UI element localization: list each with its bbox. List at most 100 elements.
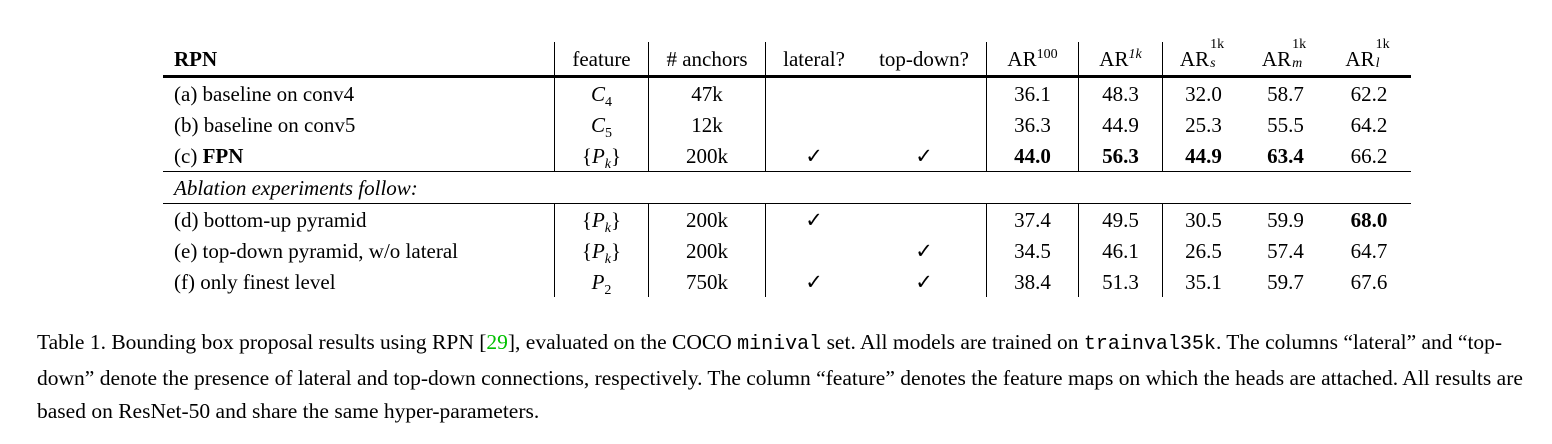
row-label: (f) only finest level bbox=[163, 266, 555, 297]
feature-close: } bbox=[611, 207, 622, 232]
feature-base: P bbox=[591, 207, 605, 232]
arm-base: AR bbox=[1261, 46, 1292, 71]
row-label-bold: FPN bbox=[202, 143, 244, 168]
row-lateral: ✓ bbox=[805, 269, 823, 294]
feature-close: } bbox=[611, 238, 622, 263]
row-lateral bbox=[766, 235, 863, 266]
row-feature: {Pk} bbox=[554, 203, 649, 235]
row-lateral: ✓ bbox=[765, 203, 862, 235]
row-label: (c) FPN bbox=[163, 140, 555, 172]
row-ars: 30.5 bbox=[1162, 203, 1244, 235]
results-table: RPN feature # anchors lateral? top-down?… bbox=[163, 37, 1411, 297]
row-topdown: ✓ bbox=[862, 235, 987, 266]
ar100-base: AR bbox=[1007, 46, 1037, 71]
row-anchors: 47k bbox=[648, 76, 766, 109]
row-ar100: 44.0 bbox=[986, 140, 1079, 172]
row-label: (a) baseline on conv4 bbox=[163, 76, 555, 109]
feature-base: C bbox=[590, 112, 605, 137]
row-ars: 35.1 bbox=[1185, 269, 1222, 294]
row-ar1k: 56.3 bbox=[1078, 140, 1163, 172]
feature-sub: k bbox=[604, 251, 612, 267]
header-row: RPN feature # anchors lateral? top-down?… bbox=[163, 37, 1411, 77]
ars-sub: s bbox=[1210, 55, 1216, 71]
row-feature: C5 bbox=[554, 109, 649, 140]
feature-open: { bbox=[581, 207, 592, 232]
feature-sub: 4 bbox=[605, 94, 612, 110]
row-anchors: 200k bbox=[648, 235, 766, 266]
row-topdown: ✓ bbox=[862, 266, 987, 297]
feature-base: P bbox=[591, 238, 605, 263]
row-arl: 64.2 bbox=[1350, 112, 1388, 137]
feature-open: { bbox=[581, 238, 592, 263]
row-topdown: ✓ bbox=[862, 140, 987, 172]
row-feature: P2 bbox=[554, 266, 649, 298]
ars-sup: 1k bbox=[1210, 36, 1225, 52]
caption-text-3: set. All models are trained on bbox=[821, 330, 1084, 354]
row-arm: 57.4 bbox=[1267, 238, 1304, 263]
row-ar1k: 51.3 bbox=[1078, 266, 1163, 297]
row-feature: C4 bbox=[554, 76, 649, 110]
table-row-b: (b) baseline on conv5 C5 12k 36.3 44.9 2… bbox=[163, 109, 1411, 140]
row-label: (b) baseline on conv5 bbox=[163, 109, 555, 140]
row-ar100: 36.1 bbox=[986, 76, 1079, 109]
header-ar100: AR100 bbox=[986, 42, 1079, 77]
row-ar100: 37.4 bbox=[986, 203, 1079, 235]
feature-sub: 2 bbox=[604, 282, 612, 298]
feature-base: C bbox=[590, 81, 605, 106]
row-label: (d) bottom-up pyramid bbox=[163, 203, 555, 235]
caption-text-2: ], evaluated on the COCO bbox=[507, 330, 738, 354]
row-arm: 59.7 bbox=[1267, 269, 1304, 294]
feature-base: P bbox=[591, 269, 605, 294]
row-ars: 44.9 bbox=[1185, 143, 1222, 168]
row-arl: 68.0 bbox=[1327, 203, 1411, 235]
row-ars: 32.0 bbox=[1185, 81, 1222, 106]
row-ar100: 38.4 bbox=[986, 266, 1079, 297]
table-caption: Table 1. Bounding box proposal results u… bbox=[37, 326, 1527, 429]
feature-close: } bbox=[611, 143, 622, 168]
table-row-d: (d) bottom-up pyramid {Pk} 200k ✓ 37.4 4… bbox=[163, 203, 1411, 235]
row-ar1k: 46.1 bbox=[1078, 235, 1163, 266]
caption-text-1: Table 1. Bounding box proposal results u… bbox=[37, 330, 487, 354]
citation-link[interactable]: 29 bbox=[486, 330, 508, 354]
row-ar1k: 48.3 bbox=[1078, 76, 1163, 109]
row-ar1k: 49.5 bbox=[1078, 203, 1163, 235]
table-row-e: (e) top-down pyramid, w/o lateral {Pk} 2… bbox=[163, 235, 1411, 266]
row-arl: 62.2 bbox=[1350, 81, 1388, 106]
row-arl: 64.7 bbox=[1350, 238, 1388, 263]
section-row: Ablation experiments follow: bbox=[163, 171, 1411, 204]
row-label-prefix: (c) bbox=[174, 143, 203, 168]
arl-base: AR bbox=[1345, 46, 1375, 71]
row-arm: 58.7 bbox=[1267, 81, 1304, 106]
row-ar100: 34.5 bbox=[986, 235, 1079, 266]
header-lateral: lateral? bbox=[783, 46, 845, 71]
row-arl: 66.2 bbox=[1350, 143, 1388, 168]
table-row-c: (c) FPN {Pk} 200k ✓ ✓ 44.0 56.3 44.9 63.… bbox=[163, 140, 1411, 172]
row-ar1k: 44.9 bbox=[1078, 109, 1163, 140]
header-feature: feature bbox=[554, 42, 649, 77]
header-anchors: # anchors bbox=[648, 42, 766, 77]
header-rpn: RPN bbox=[163, 42, 555, 77]
table-header: RPN feature # anchors lateral? top-down?… bbox=[163, 37, 1411, 77]
row-anchors: 750k bbox=[648, 266, 766, 297]
row-topdown bbox=[862, 76, 987, 109]
row-lateral bbox=[766, 77, 863, 110]
arm-sub: m bbox=[1292, 55, 1303, 71]
code-minival: minival bbox=[737, 333, 822, 356]
table-row-f: (f) only finest level P2 750k ✓ ✓ 38.4 5… bbox=[163, 266, 1411, 297]
feature-sub: k bbox=[604, 156, 612, 172]
row-arm: 63.4 bbox=[1267, 143, 1304, 168]
row-ar100: 36.3 bbox=[986, 109, 1079, 140]
row-arm: 55.5 bbox=[1267, 112, 1304, 137]
header-ar1k: AR1k bbox=[1078, 42, 1163, 77]
row-topdown bbox=[862, 203, 987, 235]
row-lateral: ✓ bbox=[805, 143, 823, 168]
section-label: Ablation experiments follow: bbox=[163, 171, 1411, 204]
arm-sup: 1k bbox=[1292, 36, 1307, 52]
ar1k-sup: 1k bbox=[1128, 46, 1142, 62]
row-arm: 59.9 bbox=[1244, 203, 1327, 235]
ar1k-base: AR bbox=[1099, 46, 1129, 71]
arl-sub: l bbox=[1375, 55, 1380, 71]
table-body: (a) baseline on conv4 C4 47k 36.1 48.3 3… bbox=[163, 76, 1411, 297]
caption-text-4: . The columns “lateral” and “top-down” d… bbox=[37, 330, 1523, 423]
ar100-sup: 100 bbox=[1036, 46, 1058, 62]
